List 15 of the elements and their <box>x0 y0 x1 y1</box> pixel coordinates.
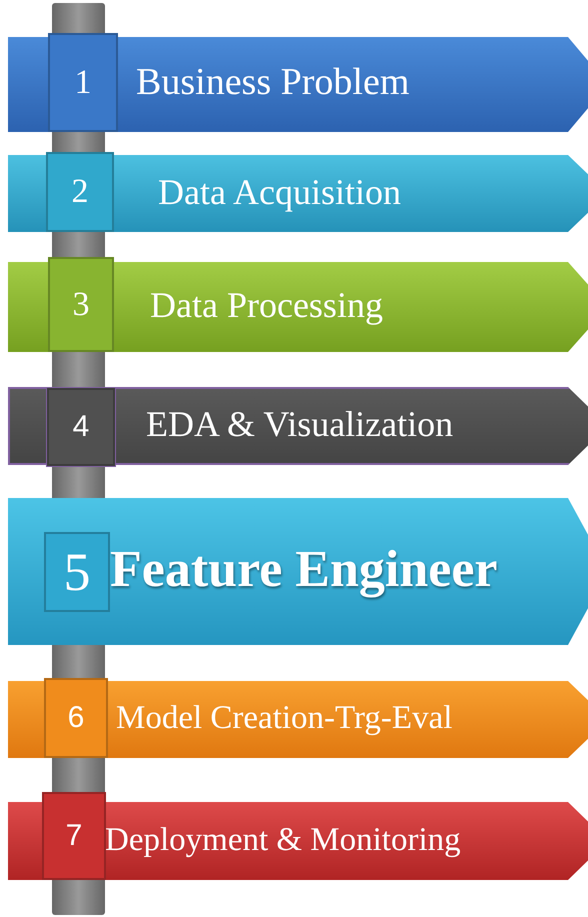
step-title: Business Problem <box>136 62 410 104</box>
step-number: 7 <box>42 792 106 880</box>
step-number: 3 <box>48 257 114 352</box>
step-title: Model Creation-Trg-Eval <box>116 700 452 737</box>
step-number: 2 <box>46 152 114 232</box>
step-number: 6 <box>44 678 108 758</box>
step-number: 1 <box>48 33 118 132</box>
step-title: Data Processing <box>150 286 383 326</box>
step-title: Data Acquisition <box>158 172 401 212</box>
step-number: 4 <box>46 387 116 467</box>
step-banner <box>8 498 588 645</box>
step-number: 5 <box>44 532 110 612</box>
step-title: Deployment & Monitoring <box>105 822 461 858</box>
step-title: EDA & Visualization <box>146 405 454 445</box>
step-title: Feature Engineer <box>110 541 498 599</box>
